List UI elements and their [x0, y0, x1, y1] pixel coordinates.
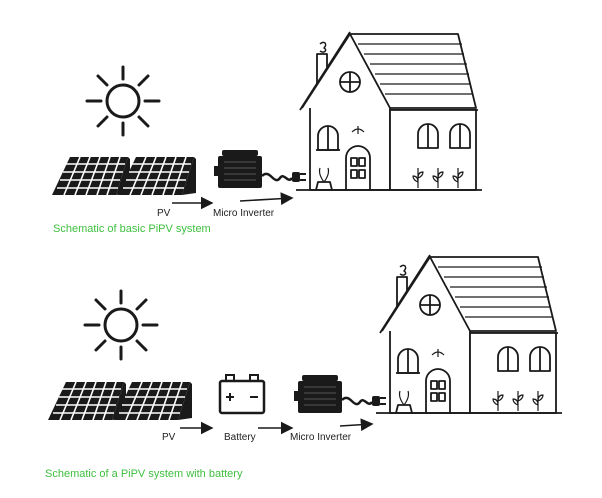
micro-inverter-icon	[213, 149, 263, 189]
caption-battery: Schematic of a PiPV system with battery	[45, 468, 243, 480]
micro-inverter-icon	[293, 374, 343, 414]
pv-label: PV	[162, 432, 176, 443]
diagram-battery: PV Battery Micro Inverter	[47, 254, 563, 443]
solar-panel-icon	[47, 381, 193, 421]
sun-icon	[83, 289, 159, 361]
flow-arrow	[239, 192, 294, 206]
plug-icon	[260, 170, 308, 184]
pv-label: PV	[157, 208, 171, 219]
flow-arrow	[339, 418, 374, 432]
solar-panel-icon	[51, 156, 197, 196]
battery-label: Battery	[224, 432, 256, 443]
diagram-basic: PV Micro Inverter	[51, 31, 483, 219]
inverter-label: Micro Inverter	[290, 432, 352, 443]
caption-basic: Schematic of basic PiPV system	[53, 223, 211, 235]
sun-icon	[85, 65, 161, 137]
inverter-label: Micro Inverter	[213, 208, 275, 219]
battery-icon	[218, 373, 266, 415]
plug-icon	[340, 394, 388, 408]
house-icon	[295, 31, 483, 191]
house-icon	[375, 254, 563, 414]
